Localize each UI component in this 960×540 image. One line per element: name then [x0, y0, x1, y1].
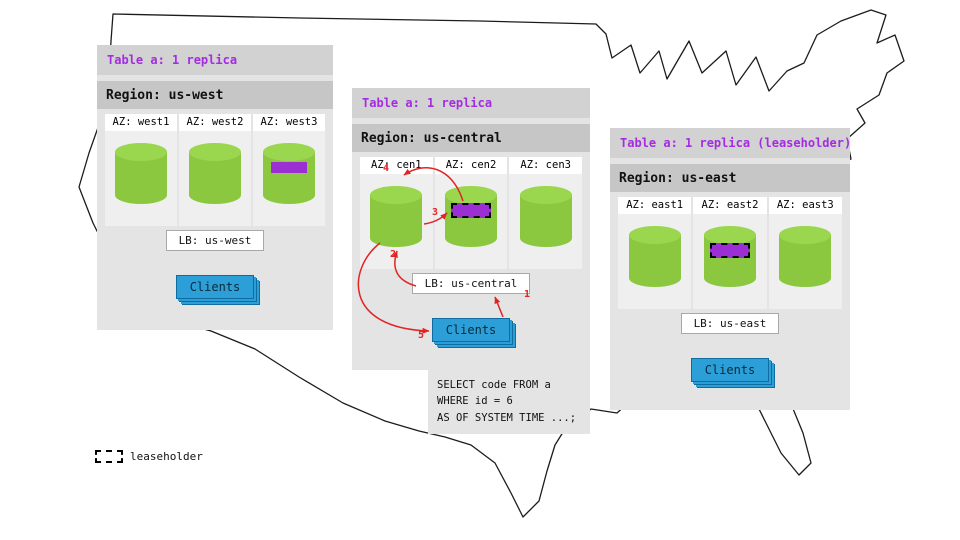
cylinder-area: [253, 131, 325, 226]
az-column-east3: AZ: east3: [768, 197, 842, 309]
db-node-cylinder: [519, 186, 572, 247]
load-balancer-box: LB: us-east: [680, 313, 780, 334]
step-number-5: 5: [418, 330, 425, 341]
az-label: AZ: east1: [618, 197, 692, 214]
az-column-east2: AZ: east2: [693, 197, 767, 309]
clients-box: Clients: [431, 318, 511, 342]
clients-box: Clients: [175, 275, 255, 299]
clients-box: Clients: [690, 358, 770, 382]
cylinder-area: [105, 131, 177, 226]
db-node-cylinder: [115, 143, 167, 204]
leaseholder-replica-bar: [709, 243, 750, 258]
region-header: Region: us-east: [610, 164, 850, 192]
leaseholder-replica-bar: [451, 203, 491, 218]
az-label: AZ: cen3: [509, 157, 583, 174]
table-replica-label: Table a: 1 replica: [107, 53, 238, 67]
step-number-1: 1: [524, 289, 531, 300]
az-column-west1: AZ: west1: [105, 114, 177, 226]
table-replica-label: Table a: 1 replica: [362, 96, 493, 110]
az-row: AZ: west1 AZ: west2 AZ: west3: [105, 114, 325, 226]
db-node-cylinder: [703, 226, 756, 287]
region-panel-us-central: Table a: 1 replica Region: us-central AZ…: [352, 88, 590, 370]
table-replica-header: Table a: 1 replica: [352, 88, 590, 118]
table-replica-label: Table a: 1 replica (leaseholder): [620, 136, 852, 150]
cylinder-area: [509, 174, 582, 269]
leaseholder-legend-label: leaseholder: [130, 450, 203, 463]
az-label: AZ: west2: [179, 114, 251, 131]
leaseholder-legend: leaseholder: [95, 450, 203, 463]
region-panel-us-east: Table a: 1 replica (leaseholder) Region:…: [610, 128, 852, 410]
az-label: AZ: west3: [253, 114, 325, 131]
sql-query-box: SELECT code FROM a WHERE id = 6 AS OF SY…: [428, 369, 590, 434]
table-replica-header: Table a: 1 replica: [97, 45, 333, 75]
region-label: Region: us-west: [106, 87, 224, 103]
step-number-2: 2: [390, 249, 397, 260]
az-label: AZ: west1: [105, 114, 177, 131]
step-number-4: 4: [383, 163, 390, 174]
cylinder-area: [360, 174, 433, 269]
az-column-west2: AZ: west2: [179, 114, 251, 226]
clients-row: Clients: [97, 275, 333, 299]
region-header: Region: us-central: [352, 124, 590, 152]
replica-bar: [271, 162, 307, 173]
step-number-3: 3: [432, 207, 439, 218]
az-label: AZ: cen2: [434, 157, 508, 174]
cylinder-area: [618, 214, 691, 309]
az-row: AZ: east1 AZ: east2 AZ: east3: [618, 197, 842, 309]
cylinder-area: [769, 214, 842, 309]
clients-row: Clients: [352, 318, 590, 342]
load-balancer-box: LB: us-west: [165, 230, 265, 251]
region-panel-us-west: Table a: 1 replica Region: us-west AZ: w…: [97, 45, 333, 330]
az-column-east1: AZ: east1: [618, 197, 692, 309]
load-balancer-box: LB: us-central: [411, 273, 531, 294]
az-label: AZ: cen1: [360, 157, 433, 174]
cylinder-area: [693, 214, 766, 309]
az-column-west3: AZ: west3: [253, 114, 325, 226]
leaseholder-legend-swatch: [95, 450, 123, 463]
cylinder-area: [435, 174, 508, 269]
region-label: Region: us-central: [361, 130, 502, 146]
region-label: Region: us-east: [619, 170, 737, 186]
db-node-cylinder: [628, 226, 681, 287]
table-replica-header: Table a: 1 replica (leaseholder): [610, 128, 852, 158]
az-label: AZ: east3: [768, 197, 842, 214]
db-node-cylinder: [189, 143, 241, 204]
region-header: Region: us-west: [97, 81, 333, 109]
clients-row: Clients: [610, 358, 850, 382]
az-column-cen1: AZ: cen1: [360, 157, 433, 269]
db-node-cylinder: [370, 186, 423, 247]
az-column-cen2: AZ: cen2: [434, 157, 508, 269]
cylinder-area: [179, 131, 251, 226]
db-node-cylinder: [263, 143, 315, 204]
az-label: AZ: east2: [693, 197, 767, 214]
db-node-cylinder: [445, 186, 497, 247]
az-column-cen3: AZ: cen3: [509, 157, 583, 269]
db-node-cylinder: [779, 226, 832, 287]
